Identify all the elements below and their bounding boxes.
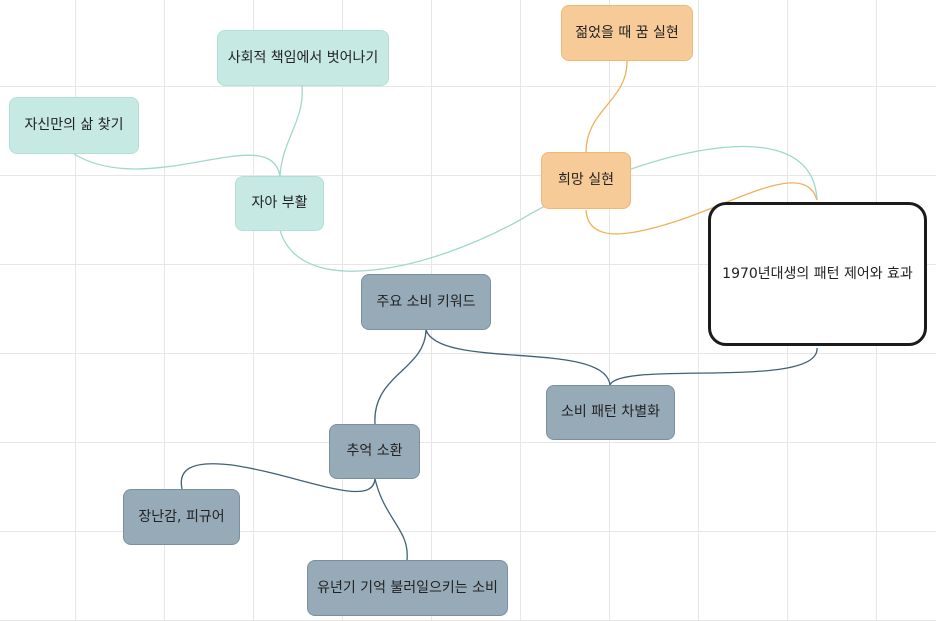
- connector-ego-ownlife: [73, 153, 281, 177]
- connector-root-diff: [609, 347, 818, 386]
- node-dream[interactable]: 젊었을 때 꿈 실현: [561, 5, 693, 61]
- root-node[interactable]: 1970년대생의 패턴 제어와 효과: [708, 202, 927, 346]
- node-ownlife[interactable]: 자신만의 삶 찾기: [9, 97, 139, 154]
- connector-keywords-memory: [374, 329, 427, 425]
- node-ego[interactable]: 자아 부활: [235, 176, 324, 231]
- node-social[interactable]: 사회적 책임에서 벗어나기: [217, 30, 389, 86]
- connector-memory-toys: [180, 463, 376, 493]
- connector-hope-dream: [585, 60, 628, 153]
- node-keywords[interactable]: 주요 소비 키워드: [361, 274, 491, 330]
- connector-diff-keywords: [425, 329, 611, 386]
- node-hope[interactable]: 희망 실현: [541, 152, 631, 209]
- node-diff[interactable]: 소비 패턴 차별화: [546, 385, 675, 440]
- connector-root-ego: [279, 145, 818, 272]
- node-toys[interactable]: 장난감, 피규어: [123, 489, 240, 545]
- connector-root-hope: [585, 182, 818, 235]
- connector-memory-childhood: [374, 478, 408, 561]
- node-childhood[interactable]: 유년기 기억 불러일으키는 소비: [307, 560, 508, 616]
- connector-ego-social: [279, 85, 303, 177]
- node-memory[interactable]: 추억 소환: [329, 424, 420, 479]
